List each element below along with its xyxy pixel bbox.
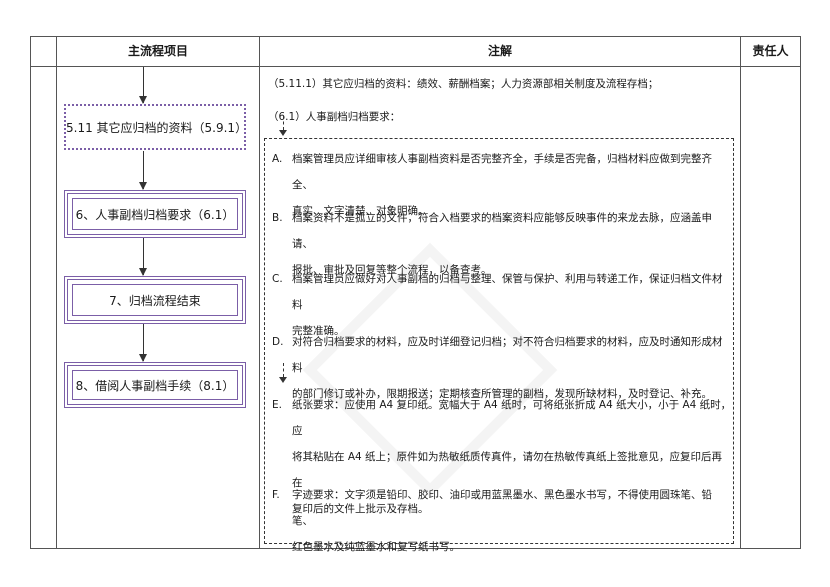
table-top-border [30, 36, 800, 37]
table-col-divider-1 [56, 36, 57, 549]
flow-step-6: 6、人事副档归档要求（6.1） [64, 190, 246, 238]
flow-step-7: 7、归档流程结束 [64, 276, 246, 324]
flow-step-label: 5.11 其它应归档的资料（5.9.1） [66, 120, 248, 135]
item-text-line: 完整准确。 [292, 325, 345, 337]
flow-step-label: 8、借阅人事副档手续（8.1） [75, 378, 235, 393]
item-text-line: 对符合归档要求的材料，应及时详细登记归档；对不符合归档要求的材料，应及时通知形成… [292, 336, 723, 374]
item-marker: E. [272, 399, 282, 411]
item-text-line: 真实、文字清楚、对象明确。 [292, 205, 429, 217]
header-notes: 注解 [487, 44, 512, 58]
item-text-line: 档案资料不是孤立的文件，符合入档要求的档案资料应能够反映事件的来龙去脉，应涵盖申… [292, 212, 712, 250]
dashed-arrow-top [279, 116, 287, 136]
flow-arrow-3 [139, 324, 147, 362]
flow-step-label: 7、归档流程结束 [109, 293, 201, 308]
item-text-line: 复印后的文件上批示及存档。 [292, 503, 429, 515]
table-right-border [800, 36, 801, 549]
table-left-border [30, 36, 31, 549]
item-marker: F. [272, 489, 280, 501]
item-text-line: 报批、审批及回复等整个流程，以备查考。 [292, 264, 492, 276]
item-marker: D. [272, 336, 284, 348]
flow-arrow-2 [139, 238, 147, 276]
item-text-line: 将其粘贴在 A4 纸上；原件如为热敏纸质传真件，请勿在热敏传真纸上签批意见，应复… [292, 451, 723, 489]
item-text-line: 的部门修订或补办，限期报送；定期核查所管理的副档，发现所缺材料，及时登记、补充。 [292, 388, 712, 400]
item-text-line: 字迹要求：文字须是铅印、胶印、油印或用蓝黑墨水、黑色墨水书写，不得使用圆珠笔、铅… [292, 489, 712, 527]
flow-arrow-in [139, 67, 147, 104]
note-line-6-1: （6.1）人事副档归档要求： [268, 111, 401, 123]
item-text-line: 红色墨水及纯蓝墨水和复写纸书写。 [292, 541, 460, 553]
item-text-line: 纸张要求：应使用 A4 复印纸。宽幅大于 A4 纸时，可将纸张折成 A4 纸大小… [292, 399, 732, 437]
header-main-process: 主流程项目 [127, 44, 188, 58]
table-col-divider-3 [740, 36, 741, 549]
item-text-line: 档案管理员应详细审核人事副档资料是否完整齐全，手续是否完备，归档材料应做到完整齐… [292, 153, 712, 191]
flow-step-8: 8、借阅人事副档手续（8.1） [64, 362, 246, 408]
flow-step-label: 6、人事副档归档要求（6.1） [75, 207, 235, 222]
dashed-arrow-mid [279, 363, 287, 383]
item-marker: C. [272, 273, 283, 285]
item-marker: B. [272, 212, 283, 224]
item-marker: A. [272, 153, 283, 165]
requirements-dashed-box [264, 138, 734, 544]
header-responsible: 责任人 [752, 44, 789, 58]
item-text-line: 档案管理员应做好对人事副档的归档与整理、保管与保护、利用与转递工作，保证归档文件… [292, 273, 723, 311]
note-line-5-11-1: （5.11.1）其它应归档的资料：绩效、薪酬档案；人力资源部相关制度及流程存档； [268, 78, 659, 90]
flow-step-5-11: 5.11 其它应归档的资料（5.9.1） [64, 104, 248, 150]
table-col-divider-2 [259, 36, 260, 549]
table-header-border [30, 66, 800, 67]
flow-arrow-1 [139, 151, 147, 190]
table-bottom-border [30, 548, 800, 549]
